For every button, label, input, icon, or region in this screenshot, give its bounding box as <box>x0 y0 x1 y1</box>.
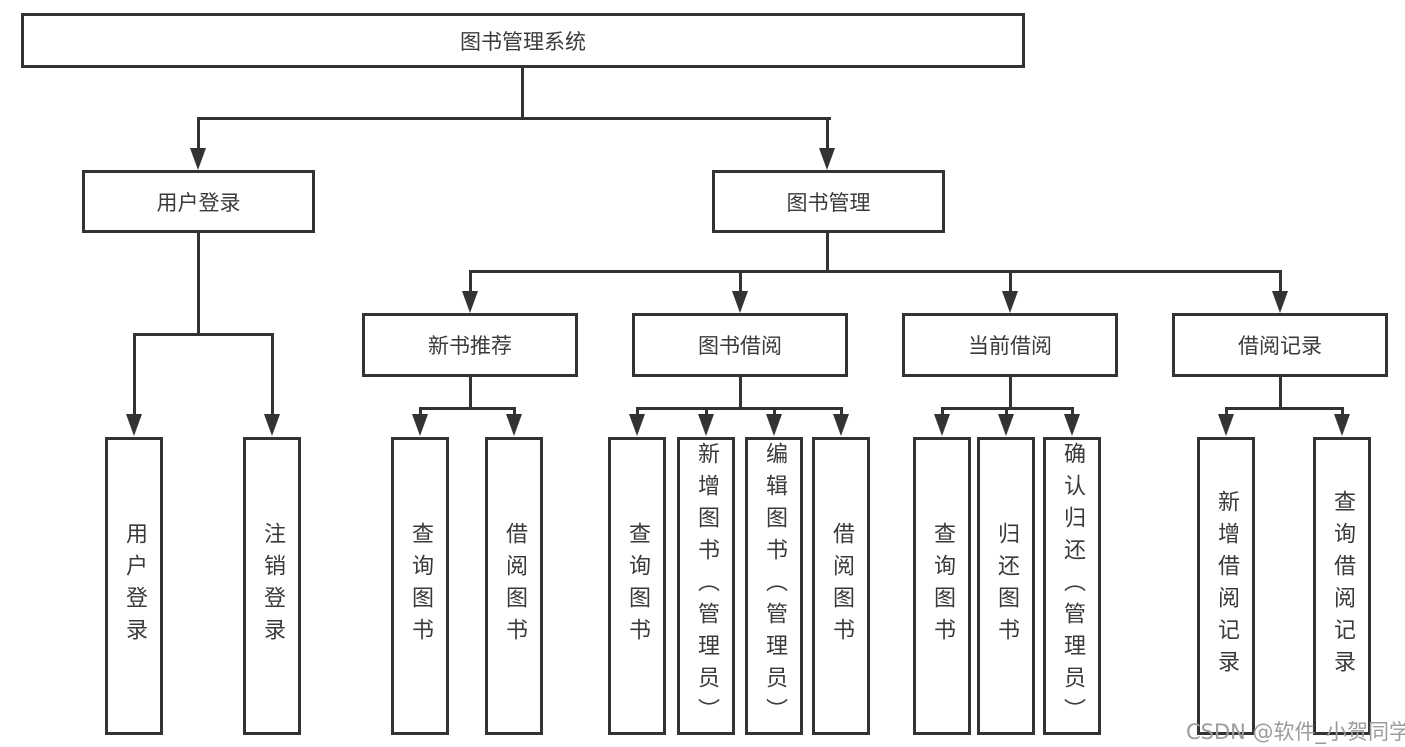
arrowhead-leaf <box>1334 414 1350 436</box>
arrowhead-leaf <box>264 414 280 436</box>
leaf-user-login-label: 用户登录 <box>122 522 147 650</box>
connector-root-trunk <box>521 68 524 117</box>
leaf-borrow-books-borrow-label: 借阅图书 <box>829 522 854 650</box>
leaf-query-books-recommend: 查询图书 <box>391 437 449 735</box>
connector-leaf-drop <box>1341 407 1344 414</box>
watermark: CSDN @软件_小贺同学 <box>1186 716 1405 746</box>
leaf-borrow-books-borrow: 借阅图书 <box>812 437 870 735</box>
node-book-management: 图书管理 <box>712 170 945 233</box>
connector-leaf-drop <box>636 407 639 414</box>
leaf-logout-label: 注销登录 <box>260 522 285 650</box>
arrowhead-leaf <box>934 414 950 436</box>
node-book-management-label: 图书管理 <box>786 190 871 215</box>
connector-user-login-hline <box>133 333 274 336</box>
node-user-login: 用户登录 <box>82 170 315 233</box>
connector-leaf-drop <box>1071 407 1074 414</box>
connector-leaf-drop <box>419 407 422 414</box>
connector-level3-hline <box>469 270 1282 273</box>
arrowhead-book-management <box>819 148 835 170</box>
connector-book-borrow-hline <box>636 407 843 410</box>
node-library-system: 图书管理系统 <box>21 13 1025 68</box>
connector-book-management-trunk <box>826 233 829 270</box>
connector-leaf-drop <box>941 407 944 414</box>
connector-current-borrow-trunk <box>1009 377 1012 407</box>
arrowhead-leaf <box>1064 414 1080 436</box>
node-current-borrow: 当前借阅 <box>902 313 1118 377</box>
leaf-query-borrow-record-label: 查询借阅记录 <box>1330 490 1355 682</box>
leaf-user-login: 用户登录 <box>105 437 163 735</box>
connector-level2-hline <box>197 117 831 120</box>
node-borrow-records-label: 借阅记录 <box>1238 334 1322 358</box>
connector-leaf-drop <box>133 333 136 414</box>
node-book-borrow-label: 图书借阅 <box>698 334 782 358</box>
arrowhead-leaf <box>629 414 645 436</box>
arrowhead-new-book <box>462 291 478 313</box>
connector-level3-drop <box>469 270 472 291</box>
leaf-return-book-label: 归还图书 <box>994 522 1019 650</box>
leaf-edit-book-admin-label: 编辑图书（管理员） <box>762 442 787 730</box>
connector-user-login-trunk <box>197 233 200 333</box>
leaf-add-book-admin-label: 新增图书（管理员） <box>694 442 719 730</box>
arrowhead-leaf <box>412 414 428 436</box>
connector-level3-drop <box>739 270 742 291</box>
arrowhead-leaf <box>126 414 142 436</box>
leaf-add-borrow-record: 新增借阅记录 <box>1197 437 1255 735</box>
leaf-borrow-books-recommend: 借阅图书 <box>485 437 543 735</box>
node-user-login-label: 用户登录 <box>156 190 241 215</box>
arrowhead-leaf <box>698 414 714 436</box>
leaf-add-book-admin: 新增图书（管理员） <box>677 437 735 735</box>
arrowhead-leaf <box>1218 414 1234 436</box>
connector-level3-drop <box>1279 270 1282 291</box>
connector-borrow-records-hline <box>1225 407 1344 410</box>
connector-leaf-drop <box>1225 407 1228 414</box>
leaf-add-borrow-record-label: 新增借阅记录 <box>1214 490 1239 682</box>
arrowhead-leaf <box>506 414 522 436</box>
connector-level3-drop <box>1009 270 1012 291</box>
connector-user-login-drop <box>197 117 200 148</box>
connector-new-book-trunk <box>469 377 472 407</box>
watermark-text: CSDN @软件_小贺同学 <box>1186 720 1405 744</box>
connector-new-book-hline <box>419 407 516 410</box>
leaf-confirm-return-admin: 确认归还（管理员） <box>1043 437 1101 735</box>
connector-leaf-drop <box>271 333 274 414</box>
connector-leaf-drop <box>773 407 776 414</box>
leaf-return-book: 归还图书 <box>977 437 1035 735</box>
connector-leaf-drop <box>705 407 708 414</box>
connector-leaf-drop <box>840 407 843 414</box>
node-new-book-recommend-label: 新书推荐 <box>428 334 512 358</box>
connector-leaf-drop <box>1005 407 1008 414</box>
arrowhead-leaf <box>766 414 782 436</box>
connector-book-borrow-trunk <box>739 377 742 407</box>
leaf-query-books-borrow-label: 查询图书 <box>625 522 650 650</box>
arrowhead-borrow-records <box>1272 291 1288 313</box>
node-borrow-records: 借阅记录 <box>1172 313 1388 377</box>
node-book-borrow: 图书借阅 <box>632 313 848 377</box>
arrowhead-leaf <box>833 414 849 436</box>
node-new-book-recommend: 新书推荐 <box>362 313 578 377</box>
connector-book-management-drop <box>826 117 829 148</box>
leaf-logout: 注销登录 <box>243 437 301 735</box>
node-library-system-label: 图书管理系统 <box>460 29 586 54</box>
leaf-query-borrow-record: 查询借阅记录 <box>1313 437 1371 735</box>
leaf-confirm-return-admin-label: 确认归还（管理员） <box>1060 442 1085 730</box>
leaf-borrow-books-recommend-label: 借阅图书 <box>502 522 527 650</box>
arrowhead-user-login <box>190 148 206 170</box>
connector-borrow-records-trunk <box>1279 377 1282 407</box>
leaf-edit-book-admin: 编辑图书（管理员） <box>745 437 803 735</box>
arrowhead-current-borrow <box>1002 291 1018 313</box>
leaf-query-books-recommend-label: 查询图书 <box>408 522 433 650</box>
leaf-query-books-borrow: 查询图书 <box>608 437 666 735</box>
node-current-borrow-label: 当前借阅 <box>968 334 1052 358</box>
leaf-query-books-current-label: 查询图书 <box>930 522 955 650</box>
connector-leaf-drop <box>513 407 516 414</box>
arrowhead-leaf <box>998 414 1014 436</box>
arrowhead-book-borrow <box>732 291 748 313</box>
leaf-query-books-current: 查询图书 <box>913 437 971 735</box>
